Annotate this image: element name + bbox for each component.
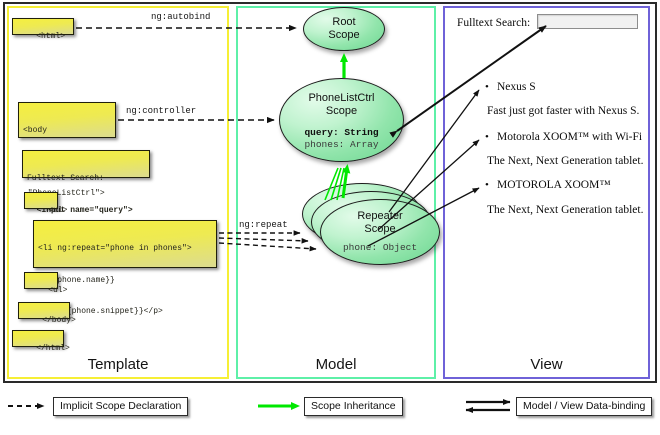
code-box-body-close: </body> xyxy=(18,302,76,325)
edge-label-ng-controller: ng:controller xyxy=(126,106,197,116)
column-view: View xyxy=(443,6,650,379)
scope-root: Root Scope xyxy=(303,7,385,51)
code-box-search-markup: Fulltext Search: <input name="query"> xyxy=(22,150,150,215)
legend-label-model-view-data-binding: Model / View Data-binding xyxy=(516,397,653,416)
view-search-input[interactable] xyxy=(537,14,638,29)
scope-root-title: Root Scope xyxy=(328,16,360,41)
view-item-name: Motorola XOOM™ with Wi-Fi xyxy=(485,131,642,143)
scope-phonelistctrl-title: PhoneListCtrl Scope xyxy=(308,92,375,117)
scope-repeater-props: phone: Object xyxy=(342,242,418,254)
view-item-snippet: The Next, Next Generation tablet. xyxy=(487,204,644,216)
column-label-model: Model xyxy=(315,356,357,373)
column-label-template: Template xyxy=(87,356,149,373)
legend: Implicit Scope Declaration Scope Inherit… xyxy=(0,386,660,435)
view-search-label: Fulltext Search: xyxy=(457,17,531,29)
code-box-html-open: <html> xyxy=(12,18,74,41)
legend-glyph-overlay xyxy=(8,399,511,413)
edge-label-ng-repeat: ng:repeat xyxy=(239,220,288,230)
legend-label-scope-inheritance: Scope Inheritance xyxy=(304,397,403,416)
view-item-name: Nexus S xyxy=(485,81,536,93)
code-box-ul-close: <ul> xyxy=(24,272,67,295)
code-box-ul-open: <ul> xyxy=(24,192,67,215)
legend-label-implicit-scope-declaration: Implicit Scope Declaration xyxy=(53,397,189,416)
code-box-li-repeat: <li ng:repeat="phone in phones"> {{phone… xyxy=(33,220,217,348)
column-label-view: View xyxy=(530,356,563,373)
view-item-name: MOTOROLA XOOM™ xyxy=(485,179,611,191)
code-box-html-close: </html> xyxy=(12,330,70,353)
code-box-body-open: <body ng:controller= "PhoneListCtrl"> xyxy=(18,102,116,198)
edge-label-ng-autobind: ng:autobind xyxy=(151,12,211,22)
scope-phonelistctrl: PhoneListCtrl Scope query: String phones… xyxy=(279,78,404,162)
scope-phonelistctrl-props: query: String phones: Array xyxy=(304,127,379,151)
scope-repeater: Repeater Scope phone: Object xyxy=(320,199,440,265)
view-item-snippet: The Next, Next Generation tablet. xyxy=(487,155,644,167)
view-item-snippet: Fast just got faster with Nexus S. xyxy=(487,105,640,117)
scope-repeater-title: Repeater Scope xyxy=(357,210,403,235)
